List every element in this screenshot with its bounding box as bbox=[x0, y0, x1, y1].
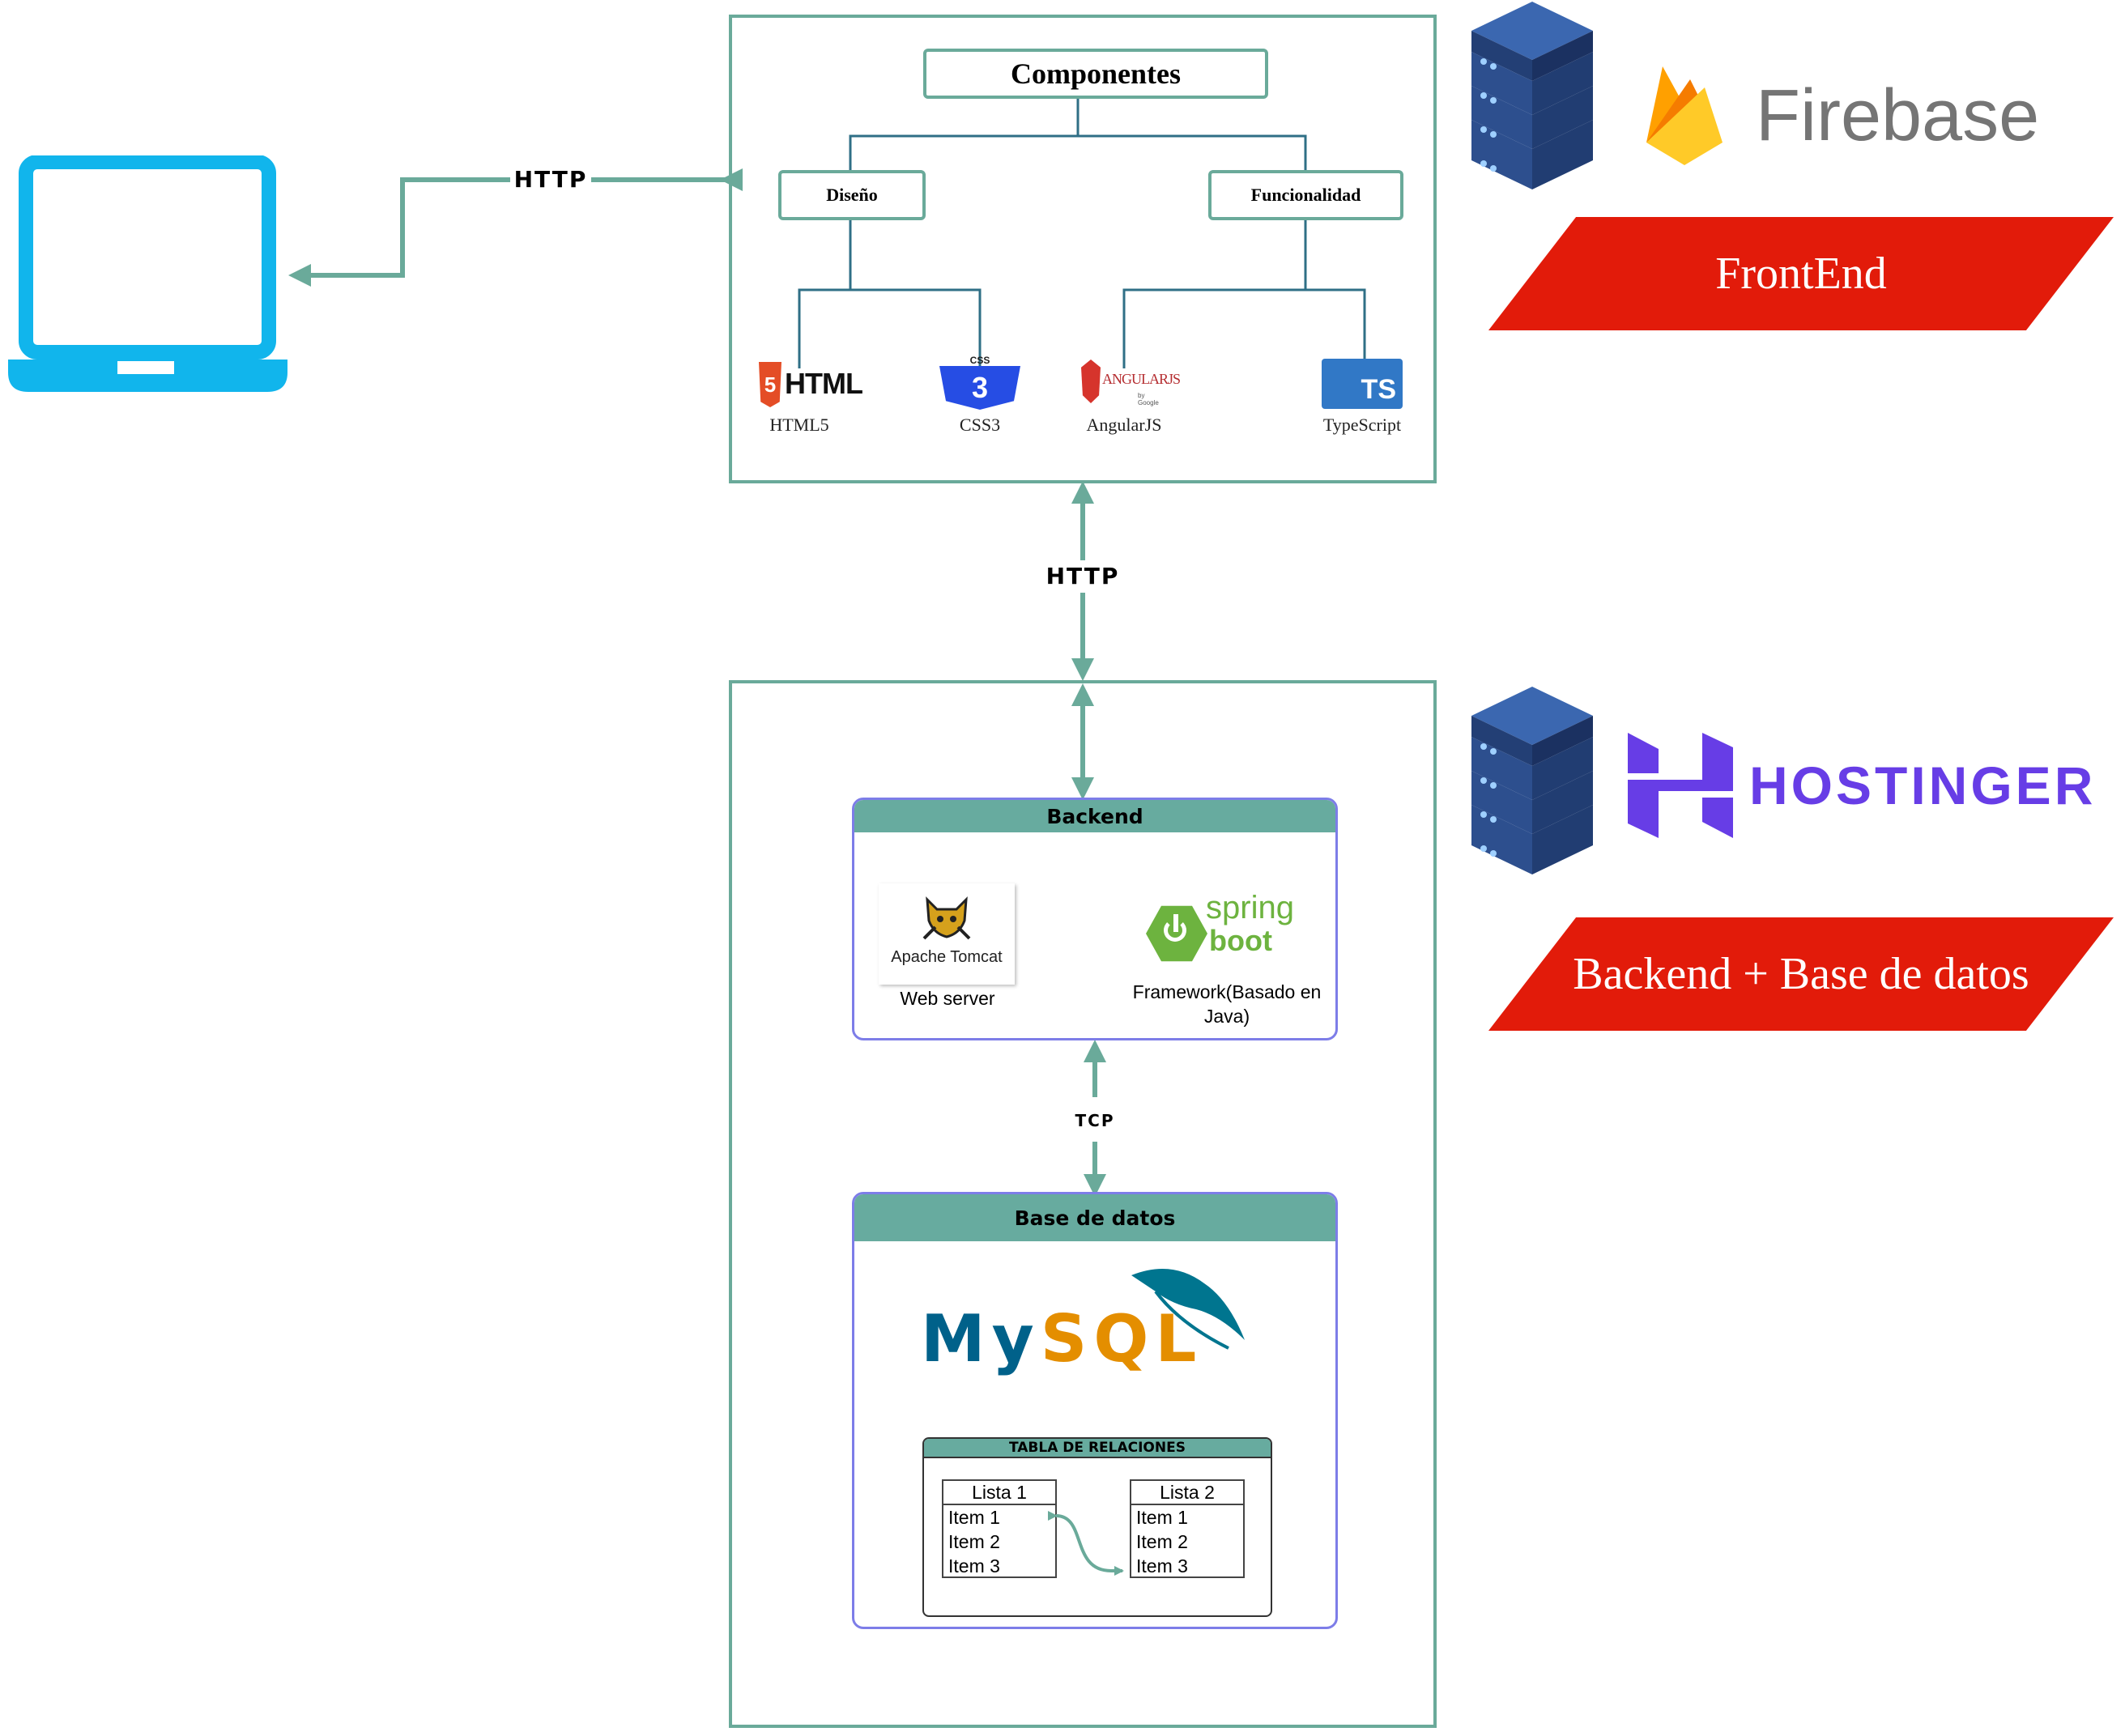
server-stack-icon bbox=[1471, 2, 1593, 189]
mysql-logo: MySQL bbox=[921, 1259, 1261, 1376]
angular-shield-icon bbox=[1081, 360, 1101, 403]
html5-shield-icon: 5 bbox=[759, 362, 781, 407]
hostinger-wordmark: HOSTINGER bbox=[1749, 755, 2097, 815]
list-item: Item 3 bbox=[948, 1555, 1000, 1576]
laptop-icon bbox=[8, 155, 287, 392]
http-connector-client bbox=[288, 168, 743, 287]
spring-boot-logo: spring boot bbox=[1146, 890, 1316, 974]
list-item: Item 1 bbox=[1136, 1507, 1188, 1528]
ts-icon: TS bbox=[1361, 374, 1396, 405]
angularjs-caption: AngularJS bbox=[1086, 415, 1162, 435]
design-branch-box: Diseño bbox=[778, 170, 926, 220]
functionality-branch-box: Funcionalidad bbox=[1208, 170, 1403, 220]
database-panel: Base de datos MySQL TABLA DE RELACIONES … bbox=[852, 1192, 1338, 1629]
backend-ribbon: Backend + Base de datos bbox=[1488, 917, 2114, 1031]
html5-caption: HTML5 bbox=[769, 415, 829, 435]
backend-panel: Backend Apache Tomcat Web server spring … bbox=[852, 798, 1338, 1040]
list-1-header: Lista 1 bbox=[943, 1481, 1055, 1505]
firebase-flame-icon bbox=[1646, 66, 1723, 165]
angularjs-logo: ANGULARJS by Google bbox=[1081, 360, 1181, 410]
mysql-dolphin-icon bbox=[1131, 1269, 1245, 1350]
tomcat-caption: Web server bbox=[900, 988, 995, 1009]
frontend-ribbon: FrontEnd bbox=[1488, 217, 2114, 330]
firebase-wordmark: Firebase bbox=[1756, 75, 2040, 156]
database-title: Base de datos bbox=[854, 1194, 1335, 1241]
components-root-box: Componentes bbox=[923, 49, 1268, 99]
css3-logo: CSS 3 bbox=[939, 355, 1020, 410]
list-box-2: Lista 2 Item 1 Item 2 Item 3 bbox=[1130, 1479, 1245, 1578]
hostinger-h-icon bbox=[1628, 733, 1733, 838]
list-box-1: Lista 1 Item 1 Item 2 Item 3 bbox=[942, 1479, 1057, 1578]
spring-power-icon bbox=[1146, 905, 1207, 962]
list-item: Item 1 bbox=[948, 1507, 1000, 1528]
typescript-logo: TS bbox=[1322, 359, 1403, 409]
http-label-frontend-backend: HTTP bbox=[1038, 560, 1127, 593]
spring-caption: Framework(Basado en Java) bbox=[1132, 981, 1322, 1027]
css3-caption: CSS3 bbox=[959, 415, 1001, 435]
tomcat-cat-icon bbox=[922, 896, 971, 940]
css3-shield-icon: 3 bbox=[939, 366, 1020, 410]
relations-table: TABLA DE RELACIONES Lista 1 Item 1 Item … bbox=[922, 1437, 1272, 1617]
typescript-caption: TypeScript bbox=[1322, 415, 1402, 435]
list-item: Item 3 bbox=[1136, 1555, 1188, 1576]
list-item: Item 2 bbox=[1136, 1531, 1188, 1552]
html5-logo: 5 HTML bbox=[759, 362, 863, 407]
tcp-label: TCP bbox=[1067, 1108, 1123, 1134]
relations-table-title: TABLA DE RELACIONES bbox=[924, 1439, 1271, 1458]
http-label-client: HTTP bbox=[510, 164, 591, 196]
list-item: Item 2 bbox=[948, 1531, 1000, 1552]
component-tree-lines bbox=[798, 97, 1366, 368]
backend-title: Backend bbox=[854, 800, 1335, 832]
backend-container bbox=[729, 680, 1437, 1728]
list-2-header: Lista 2 bbox=[1131, 1481, 1243, 1505]
server-stack-icon bbox=[1471, 687, 1593, 874]
tomcat-logo: Apache Tomcat bbox=[879, 883, 1015, 985]
